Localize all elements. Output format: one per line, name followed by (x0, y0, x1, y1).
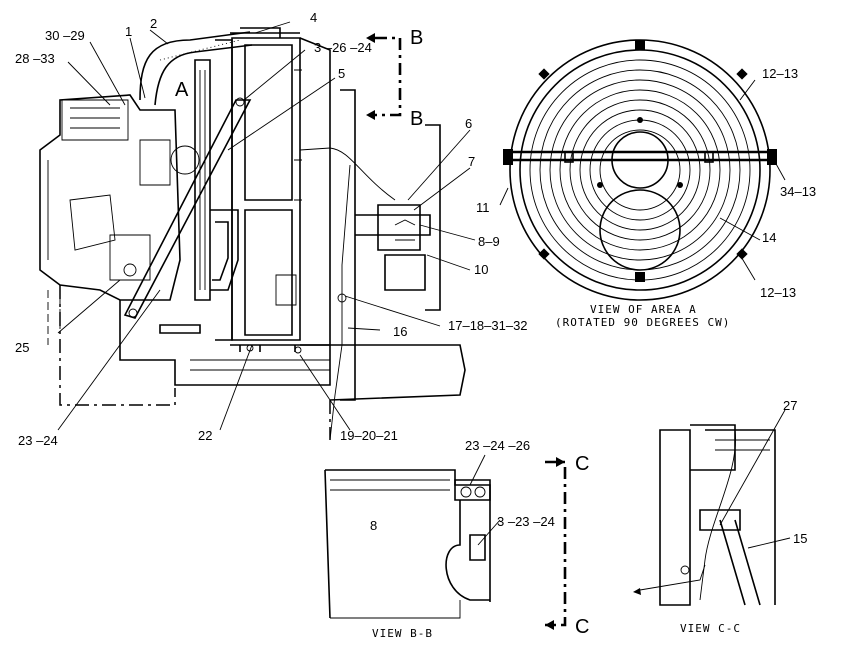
view-bb-title: VIEW B-B (372, 627, 433, 640)
callouts: 1 2 4 3 –26 –24 5 30 –29 28 –33 6 7 8–9 … (15, 10, 816, 546)
fan-guard-view (503, 39, 777, 301)
callout-14: 14 (762, 230, 776, 245)
callout-16: 16 (393, 324, 407, 339)
callout-22: 22 (198, 428, 212, 443)
callout-25: 25 (15, 340, 29, 355)
callout-34-13: 34–13 (780, 184, 816, 199)
callout-7: 7 (468, 154, 475, 169)
svg-text:8: 8 (370, 518, 377, 533)
callout-28-33: 28 –33 (15, 51, 55, 66)
callout-23-24-26: 23 –24 –26 (465, 438, 530, 453)
callout-15: 15 (793, 531, 807, 546)
callout-23-24: 23 –24 (18, 433, 58, 448)
callout-4: 4 (310, 10, 317, 25)
callout-2: 2 (150, 16, 157, 31)
callout-8-9: 8–9 (478, 234, 500, 249)
callout-10: 10 (474, 262, 488, 277)
area-a-letter: A (175, 79, 189, 101)
area-a-view-title: VIEW OF AREA A (590, 303, 697, 316)
section-c-letter-bottom: C (575, 616, 589, 638)
callout-27: 27 (783, 398, 797, 413)
section-b-letter-bottom: B (410, 108, 423, 130)
leader-lines (57, 21, 791, 549)
section-b-letter-top: B (410, 27, 423, 49)
view-captions: VIEW OF AREA A (ROTATED 90 DEGREES CW) V… (372, 303, 741, 640)
view-cc-title: VIEW C-C (680, 622, 741, 635)
callout-5: 5 (338, 66, 345, 81)
callout-30-29: 30 –29 (45, 28, 85, 43)
callout-17-18-31-32: 17–18–31–32 (448, 318, 528, 333)
section-b-indicator (366, 33, 402, 120)
callout-12-13-bottom: 12–13 (760, 285, 796, 300)
area-a-view-subtitle: (ROTATED 90 DEGREES CW) (555, 316, 730, 329)
callout-1: 1 (125, 24, 132, 39)
view-bb-drawing: 8 (324, 469, 491, 619)
callout-3-23-24: 3 –23 –24 (497, 514, 555, 529)
main-assembly-drawing (39, 27, 466, 441)
view-cc-drawing (633, 424, 776, 606)
callout-3-26-24: 3 –26 –24 (314, 40, 372, 55)
callout-6: 6 (465, 116, 472, 131)
callout-19-20-21: 19–20–21 (340, 428, 398, 443)
callout-12-13-top: 12–13 (762, 66, 798, 81)
section-letters: A B B C C (175, 27, 589, 638)
section-c-letter-top: C (575, 453, 589, 475)
section-c-indicator (545, 457, 567, 630)
callout-11: 11 (476, 200, 490, 215)
